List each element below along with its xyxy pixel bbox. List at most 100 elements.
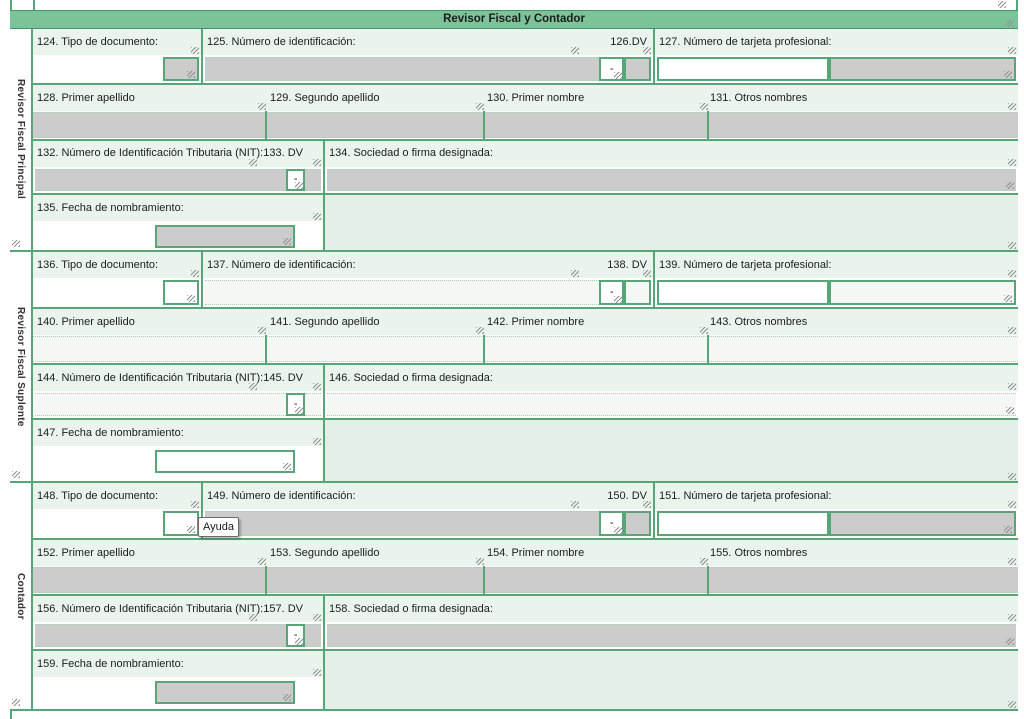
- sociedad-input[interactable]: [327, 393, 1016, 416]
- dv-separator-box[interactable]: -: [286, 393, 306, 416]
- tipo-documento-input[interactable]: [163, 511, 199, 536]
- tarjeta-profesional-input[interactable]: [657, 57, 829, 82]
- resize-handle-icon[interactable]: [1004, 526, 1012, 533]
- dv-separator-box[interactable]: -: [286, 168, 306, 191]
- resize-handle-icon[interactable]: [313, 158, 321, 166]
- resize-handle-icon[interactable]: [476, 103, 484, 111]
- resize-handle-icon[interactable]: [283, 238, 291, 245]
- resize-handle-icon[interactable]: [614, 527, 623, 534]
- resize-handle-icon[interactable]: [476, 327, 484, 334]
- tipo-documento-input[interactable]: [163, 57, 199, 82]
- dv-input[interactable]: [624, 57, 651, 82]
- numero-identificacion-input[interactable]: [205, 57, 600, 82]
- numero-identificacion-input[interactable]: [205, 280, 600, 305]
- numero-identificacion-cell: 149. Número de identificación: 150. DV -: [203, 483, 655, 538]
- resize-handle-icon[interactable]: [1006, 407, 1014, 414]
- fecha-nombramiento-input[interactable]: [155, 681, 295, 704]
- sociedad-input[interactable]: [327, 624, 1016, 647]
- resize-handle-icon[interactable]: [1006, 638, 1014, 645]
- tipo-documento-input[interactable]: [163, 280, 199, 305]
- resize-handle-icon[interactable]: [571, 270, 579, 277]
- resize-handle-icon[interactable]: [700, 327, 708, 334]
- nit-input[interactable]: [35, 168, 287, 191]
- resize-handle-icon[interactable]: [187, 526, 195, 533]
- dv-separator-box[interactable]: -: [599, 511, 625, 536]
- resize-handle-icon[interactable]: [191, 47, 199, 54]
- resize-handle-icon[interactable]: [700, 103, 708, 111]
- nombres-apellidos-input[interactable]: [33, 336, 1018, 362]
- resize-handle-icon[interactable]: [1008, 270, 1016, 277]
- resize-handle-icon[interactable]: [1008, 614, 1016, 621]
- resize-handle-icon[interactable]: [249, 383, 257, 390]
- cell-divider: [265, 335, 267, 363]
- numero-identificacion-input[interactable]: [205, 511, 600, 536]
- resize-handle-icon[interactable]: [1008, 501, 1016, 508]
- resize-handle-icon[interactable]: [313, 669, 321, 676]
- nit-dv-input[interactable]: [305, 168, 321, 191]
- tarjeta-profesional-input-2[interactable]: [829, 511, 1016, 536]
- resize-handle-icon[interactable]: [1008, 103, 1016, 111]
- resize-handle-icon[interactable]: [258, 103, 266, 111]
- resize-handle-icon[interactable]: [1008, 701, 1016, 708]
- resize-handle-icon[interactable]: [1006, 182, 1014, 189]
- resize-handle-icon[interactable]: [313, 438, 321, 445]
- resize-handle-icon[interactable]: [12, 240, 20, 247]
- resize-handle-icon[interactable]: [283, 694, 291, 701]
- nombres-input-area: [33, 111, 1018, 139]
- resize-handle-icon[interactable]: [1008, 47, 1016, 54]
- resize-handle-icon[interactable]: [643, 501, 651, 508]
- resize-handle-icon[interactable]: [313, 383, 321, 390]
- resize-handle-icon[interactable]: [313, 614, 321, 621]
- resize-handle-icon[interactable]: [191, 501, 199, 508]
- fecha-nombramiento-input[interactable]: [155, 225, 295, 248]
- sociedad-input[interactable]: [327, 168, 1016, 191]
- resize-handle-icon[interactable]: [1004, 295, 1012, 302]
- fecha-nombramiento-input[interactable]: [155, 450, 295, 473]
- resize-handle-icon[interactable]: [249, 158, 257, 166]
- dv-separator-box[interactable]: -: [286, 624, 306, 647]
- resize-handle-icon[interactable]: [187, 295, 195, 302]
- resize-handle-icon[interactable]: [313, 213, 321, 220]
- nit-dv-input[interactable]: [305, 624, 321, 647]
- nit-input[interactable]: [35, 624, 287, 647]
- resize-handle-icon[interactable]: [12, 699, 20, 706]
- resize-handle-icon[interactable]: [258, 558, 266, 565]
- resize-handle-icon[interactable]: [191, 270, 199, 277]
- resize-handle-icon[interactable]: [1008, 383, 1016, 390]
- tarjeta-profesional-input[interactable]: [657, 511, 829, 536]
- nombres-apellidos-input[interactable]: [33, 567, 1018, 593]
- dv-input[interactable]: [624, 511, 651, 536]
- resize-handle-icon[interactable]: [249, 614, 257, 621]
- nombres-input-area: [33, 335, 1018, 363]
- resize-handle-icon[interactable]: [476, 558, 484, 565]
- nombres-apellidos-input[interactable]: [33, 112, 1018, 138]
- resize-handle-icon[interactable]: [258, 327, 266, 334]
- nit-input[interactable]: [35, 393, 287, 416]
- tarjeta-profesional-input[interactable]: [657, 280, 829, 305]
- tarjeta-profesional-input-2[interactable]: [829, 280, 1016, 305]
- dv-separator-box[interactable]: -: [599, 280, 625, 305]
- resize-handle-icon[interactable]: [1008, 558, 1016, 565]
- resize-handle-icon[interactable]: [187, 71, 195, 79]
- resize-handle-icon[interactable]: [700, 558, 708, 565]
- resize-handle-icon[interactable]: [571, 47, 579, 54]
- resize-handle-icon[interactable]: [643, 270, 651, 277]
- resize-handle-icon[interactable]: [283, 463, 291, 470]
- resize-handle-icon[interactable]: [1008, 473, 1016, 480]
- resize-handle-icon[interactable]: [12, 471, 20, 478]
- resize-handle-icon[interactable]: [614, 72, 623, 80]
- fecha-nombramiento-cell: 147. Fecha de nombramiento:: [33, 420, 325, 481]
- resize-handle-icon[interactable]: [1008, 158, 1016, 166]
- dv-input[interactable]: [624, 280, 651, 305]
- resize-handle-icon[interactable]: [998, 1, 1006, 8]
- tarjeta-profesional-input-2[interactable]: [829, 57, 1016, 82]
- resize-handle-icon[interactable]: [1006, 20, 1014, 27]
- resize-handle-icon[interactable]: [571, 501, 579, 508]
- dv-separator-box[interactable]: -: [599, 57, 625, 82]
- nit-dv-input[interactable]: [305, 393, 321, 416]
- resize-handle-icon[interactable]: [643, 47, 651, 54]
- resize-handle-icon[interactable]: [1008, 242, 1016, 249]
- resize-handle-icon[interactable]: [1008, 327, 1016, 334]
- resize-handle-icon[interactable]: [1004, 71, 1012, 79]
- resize-handle-icon[interactable]: [614, 296, 623, 303]
